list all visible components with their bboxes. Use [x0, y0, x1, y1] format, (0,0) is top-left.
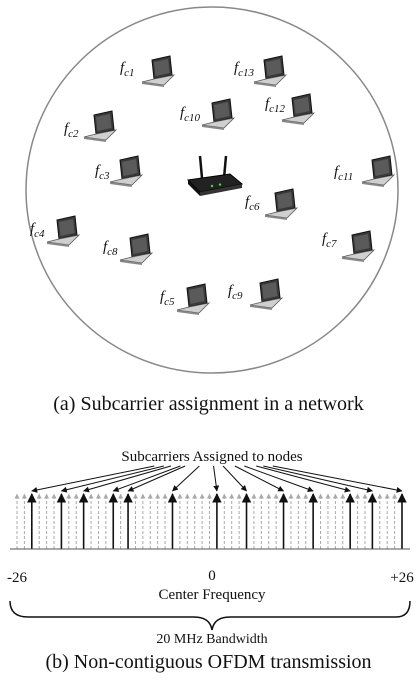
assignment-arrow	[256, 465, 351, 493]
assignment-arrows	[31, 465, 403, 493]
tick-center: 0	[208, 568, 216, 584]
assignment-arrow	[234, 465, 285, 492]
assignment-arrow	[263, 465, 373, 493]
node-label: fc12	[265, 96, 286, 115]
spectrum-diagram: Subcarriers Assigned to nodes -26 0 +26 …	[7, 449, 414, 647]
laptop-icon	[264, 188, 299, 220]
assignment-arrow	[60, 465, 164, 493]
assignment-arrow	[127, 465, 186, 492]
assignment-arrow	[112, 465, 181, 492]
coverage-circle	[25, 6, 399, 374]
laptop-icon	[361, 155, 396, 187]
tick-right: +26	[390, 570, 414, 586]
laptop-node: fc9	[228, 278, 284, 310]
network-diagram: fc1 fc13 fc2 fc10 fc12 fc3 fc11 fc6 fc4 fc8 fc7 fc5…	[25, 6, 399, 374]
laptop-icon	[83, 110, 118, 142]
node-label: fc3	[95, 163, 110, 182]
laptop-node: fc12	[265, 93, 316, 125]
laptop-icon	[46, 215, 81, 247]
assignment-arrow	[83, 465, 172, 493]
node-label: fc11	[334, 164, 353, 183]
laptop-icon	[249, 278, 284, 310]
node-label: fc1	[120, 60, 135, 79]
laptop-icon	[141, 55, 176, 87]
node-label: fc10	[180, 105, 201, 124]
laptop-node: fc7	[322, 230, 376, 262]
bandwidth-label: 20 MHz Bandwidth	[156, 632, 267, 647]
laptop-icon	[119, 233, 154, 265]
caption-spectrum: (b) Non-contiguous OFDM transmission	[45, 651, 372, 673]
laptop-node: fc1	[120, 55, 176, 87]
node-label: fc13	[234, 60, 255, 79]
assignment-arrow	[272, 465, 403, 493]
laptop-icon	[176, 283, 211, 315]
laptop-icon	[253, 55, 288, 87]
laptop-node: fc3	[95, 155, 144, 187]
laptop-node: fc4	[30, 215, 81, 247]
node-label: fc5	[160, 289, 175, 308]
assignment-arrow	[31, 465, 155, 493]
node-label: fc8	[103, 239, 118, 258]
laptop-node: fc2	[64, 110, 118, 142]
bandwidth-brace	[9, 600, 411, 631]
laptop-node: fc8	[103, 233, 154, 265]
laptop-node: fc10	[180, 98, 236, 130]
subcarrier-lines	[14, 493, 407, 549]
laptop-icon	[281, 93, 316, 125]
laptop-node: fc6	[245, 188, 299, 220]
laptop-icon	[341, 230, 376, 262]
axis-label: Center Frequency	[158, 587, 266, 603]
laptop-icon	[109, 155, 144, 187]
laptop-icon	[201, 98, 236, 130]
assignment-arrow	[222, 465, 247, 492]
node-label: fc6	[245, 194, 260, 213]
node-label: fc7	[322, 231, 337, 250]
router-icon	[186, 155, 244, 196]
laptop-node: fc11	[334, 155, 396, 187]
assignment-arrow	[244, 465, 314, 492]
laptop-node: fc13	[234, 55, 288, 87]
laptop-node: fc5	[160, 283, 211, 315]
assignment-arrow	[213, 465, 220, 492]
node-label: fc9	[228, 283, 243, 302]
tick-left: -26	[7, 570, 27, 586]
caption-network: (a) Subcarrier assignment in a network	[53, 393, 364, 415]
assignment-arrow	[172, 465, 200, 492]
node-label: fc2	[64, 121, 79, 140]
subcarriers-header: Subcarriers Assigned to nodes	[121, 449, 302, 465]
